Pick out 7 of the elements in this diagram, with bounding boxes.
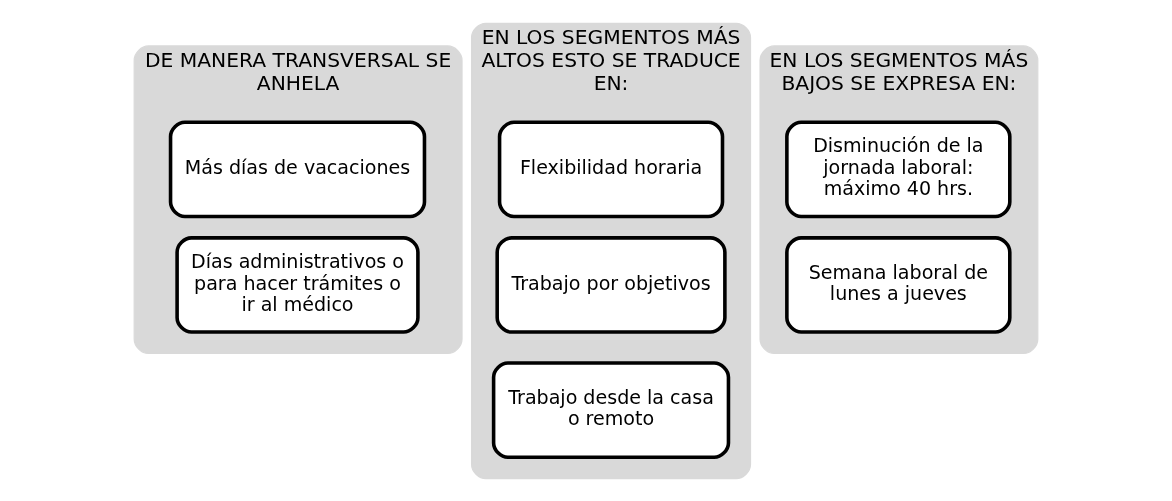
node-box: Trabajo desde la casa o remoto: [491, 360, 731, 459]
node-box: Disminución de la jornada laboral: máximo 40 hrs.: [785, 119, 1012, 218]
node-box: Días administrativos o para hacer trámites o ir al médico: [175, 235, 420, 334]
node-box: Flexibilidad horaria: [497, 119, 725, 218]
node-box: Semana laboral de lunes a jueves: [785, 235, 1012, 334]
node-box: Más días de vacaciones: [168, 119, 427, 218]
node-box: Trabajo por objetivos: [495, 235, 727, 334]
